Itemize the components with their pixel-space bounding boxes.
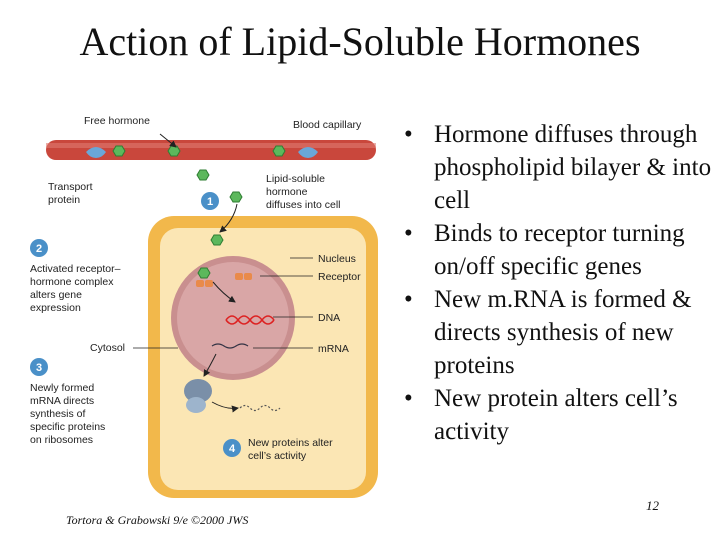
bullet-dot: •	[404, 121, 413, 148]
receptor	[235, 273, 252, 280]
svg-text:hormone: hormone	[266, 186, 308, 198]
image-credit: Tortora & Grabowski 9/e ©2000 JWS	[66, 513, 249, 527]
svg-text:3: 3	[36, 362, 42, 374]
bullet-item: •Binds to receptor turning on/off specif…	[404, 217, 716, 283]
bullet-dot: •	[404, 385, 413, 412]
svg-text:diffuses into cell: diffuses into cell	[266, 199, 341, 211]
hormone-in-cell	[210, 234, 224, 246]
bullet-item: •New m.RNA is formed & directs synthesis…	[404, 283, 716, 382]
svg-text:2: 2	[36, 243, 42, 255]
label-step-3: Newly formed	[30, 382, 94, 394]
slide-title: Action of Lipid-Soluble Hormones	[79, 19, 641, 64]
label-step-4: New proteins alter	[248, 437, 333, 449]
hormone-diffusing	[196, 169, 210, 181]
bullet-dot: •	[404, 220, 413, 247]
ribosome	[184, 379, 212, 413]
step-2-badge: 2	[30, 239, 48, 257]
step-1-badge: 1	[201, 192, 219, 210]
hormone-bound	[112, 145, 126, 157]
transport-protein-left	[86, 147, 106, 158]
label-lipid-soluble: Lipid-soluble	[266, 173, 325, 185]
label-cytosol: Cytosol	[90, 342, 125, 354]
svg-text:1: 1	[207, 196, 213, 208]
label-blood-capillary: Blood capillary	[293, 119, 362, 131]
svg-text:hormone complex: hormone complex	[30, 276, 114, 288]
page-number: 12	[646, 498, 659, 513]
label-step-2: Activated receptor–	[30, 263, 121, 275]
step-4-badge: 4	[223, 439, 241, 457]
label-dna: DNA	[318, 312, 340, 324]
svg-text:synthesis of: synthesis of	[30, 408, 86, 420]
bullet-dot: •	[404, 286, 413, 313]
svg-text:protein: protein	[48, 194, 80, 206]
hormone-free	[167, 145, 181, 157]
label-mrna: mRNA	[318, 343, 349, 355]
label-free-hormone: Free hormone	[84, 115, 150, 127]
label-nucleus: Nucleus	[318, 253, 356, 265]
label-receptor: Receptor	[318, 271, 361, 283]
svg-text:alters gene: alters gene	[30, 289, 82, 301]
receptor-hormone-complex	[196, 267, 213, 287]
svg-text:cell’s activity: cell’s activity	[248, 450, 307, 462]
lipid-hormone-diagram: 1 2 3 4 Free hormone Blood capillary Tra…	[30, 115, 378, 498]
svg-text:on ribosomes: on ribosomes	[30, 434, 93, 446]
hormone-bound-right	[272, 145, 286, 157]
step-3-badge: 3	[30, 358, 48, 376]
new-protein	[239, 404, 281, 412]
svg-text:mRNA directs: mRNA directs	[30, 395, 94, 407]
transport-protein-right	[298, 147, 318, 158]
svg-text:4: 4	[229, 443, 236, 455]
label-transport-protein: Transport	[48, 181, 93, 193]
bullet-item: •New protein alters cell’s activity	[404, 382, 716, 448]
svg-text:specific proteins: specific proteins	[30, 421, 105, 433]
bullet-list: •Hormone diffuses through phospholipid b…	[404, 118, 716, 448]
bullet-item: •Hormone diffuses through phospholipid b…	[404, 118, 716, 217]
hormone-diffusing-2	[229, 191, 243, 203]
mrna	[211, 343, 249, 349]
svg-text:expression: expression	[30, 302, 81, 314]
